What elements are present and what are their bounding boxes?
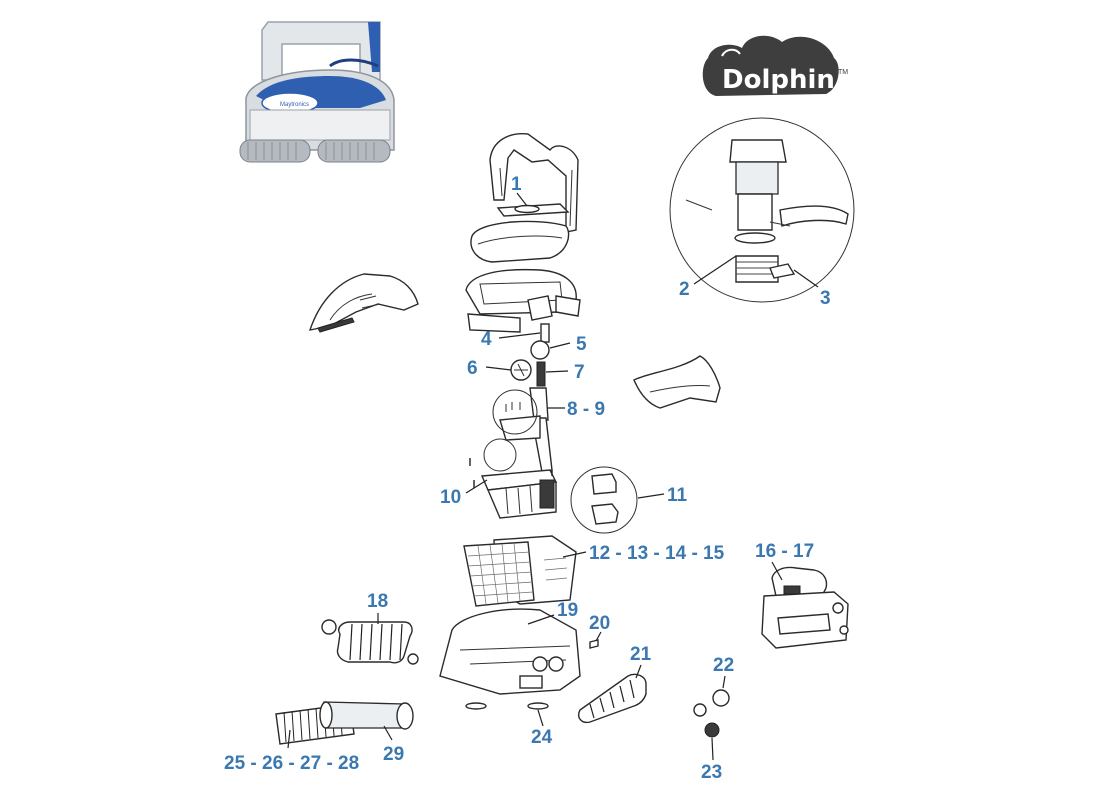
label-22: 22	[713, 655, 734, 676]
part-labels: 1 2 3 4 5 6 7 8 - 9 10 11 12 - 13 - 14 -…	[224, 174, 831, 783]
brush-icon	[275, 701, 414, 745]
filter-panel-icon	[463, 535, 577, 607]
track-icon	[321, 619, 419, 665]
motor-stack	[492, 323, 553, 473]
robot-photo: Maytronics	[239, 21, 395, 163]
label-20: 20	[589, 613, 610, 634]
label-29: 29	[383, 744, 404, 765]
logo-text: Dolphin	[722, 65, 835, 95]
label-8-9: 8 - 9	[567, 399, 605, 420]
label-5: 5	[576, 334, 587, 355]
leader-lines	[287, 192, 819, 761]
label-4: 4	[481, 329, 492, 350]
label-3: 3	[820, 288, 831, 309]
product-badge: Maytronics	[280, 102, 309, 108]
label-18: 18	[367, 591, 388, 612]
detail-magnifier	[669, 117, 855, 303]
side-panel-left	[308, 273, 419, 333]
label-19: 19	[557, 600, 578, 621]
label-1: 1	[511, 174, 522, 195]
label-6: 6	[467, 358, 478, 379]
power-supply-icon	[761, 566, 849, 649]
label-2: 2	[679, 279, 690, 300]
label-24: 24	[531, 727, 553, 748]
label-16-17: 16 - 17	[755, 541, 814, 562]
label-10: 10	[440, 487, 461, 508]
label-7: 7	[574, 362, 585, 383]
upper-shell	[465, 268, 581, 333]
label-12-15: 12 - 13 - 14 - 15	[589, 543, 725, 564]
handle-part	[470, 133, 579, 263]
small-parts	[465, 639, 730, 738]
side-cover-right	[633, 355, 721, 409]
label-11: 11	[667, 485, 688, 506]
track-right	[578, 673, 647, 724]
clip-detail	[570, 466, 638, 534]
trademark: TM	[838, 69, 848, 76]
label-23: 23	[701, 762, 722, 783]
dolphin-logo: Dolphin TM	[702, 35, 848, 96]
chassis	[439, 608, 581, 695]
label-25-28: 25 - 26 - 27 - 28	[224, 753, 359, 774]
label-21: 21	[630, 644, 652, 665]
motor-unit	[469, 438, 558, 519]
